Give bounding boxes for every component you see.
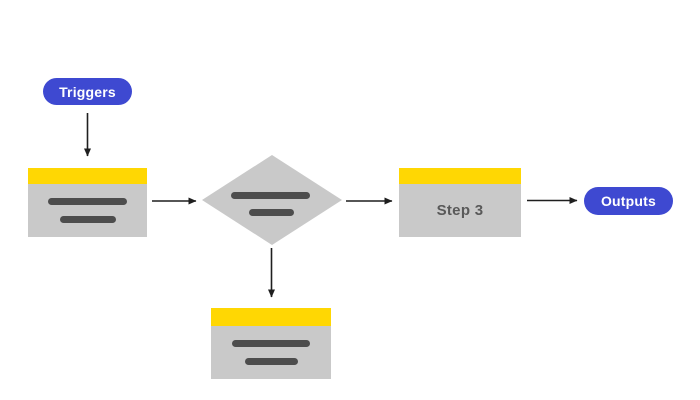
node-branch-body xyxy=(211,326,331,379)
node-triggers-pill[interactable]: Triggers xyxy=(43,78,132,105)
text-placeholder-line xyxy=(231,192,310,199)
text-placeholder-line xyxy=(59,216,116,223)
node-branch-box[interactable] xyxy=(211,308,331,379)
text-placeholder-line xyxy=(232,340,310,347)
node-step3-box[interactable]: Step 3 xyxy=(399,168,521,237)
node-step1-body xyxy=(28,184,147,237)
node-branch-header-band xyxy=(211,308,331,326)
node-outputs-pill[interactable]: Outputs xyxy=(584,187,673,215)
text-placeholder-line xyxy=(48,198,127,205)
node-decision-diamond[interactable] xyxy=(202,155,342,245)
node-step1-header-band xyxy=(28,168,147,184)
node-triggers-label: Triggers xyxy=(59,83,116,100)
text-placeholder-line xyxy=(244,358,298,365)
node-step3-label: Step 3 xyxy=(436,202,484,219)
decision-diamond-shape xyxy=(202,155,342,245)
node-step1-box[interactable] xyxy=(28,168,147,237)
node-step3-header-band xyxy=(399,168,521,184)
node-outputs-label: Outputs xyxy=(600,193,657,209)
node-step3-body: Step 3 xyxy=(399,184,521,237)
text-placeholder-line xyxy=(249,209,294,216)
